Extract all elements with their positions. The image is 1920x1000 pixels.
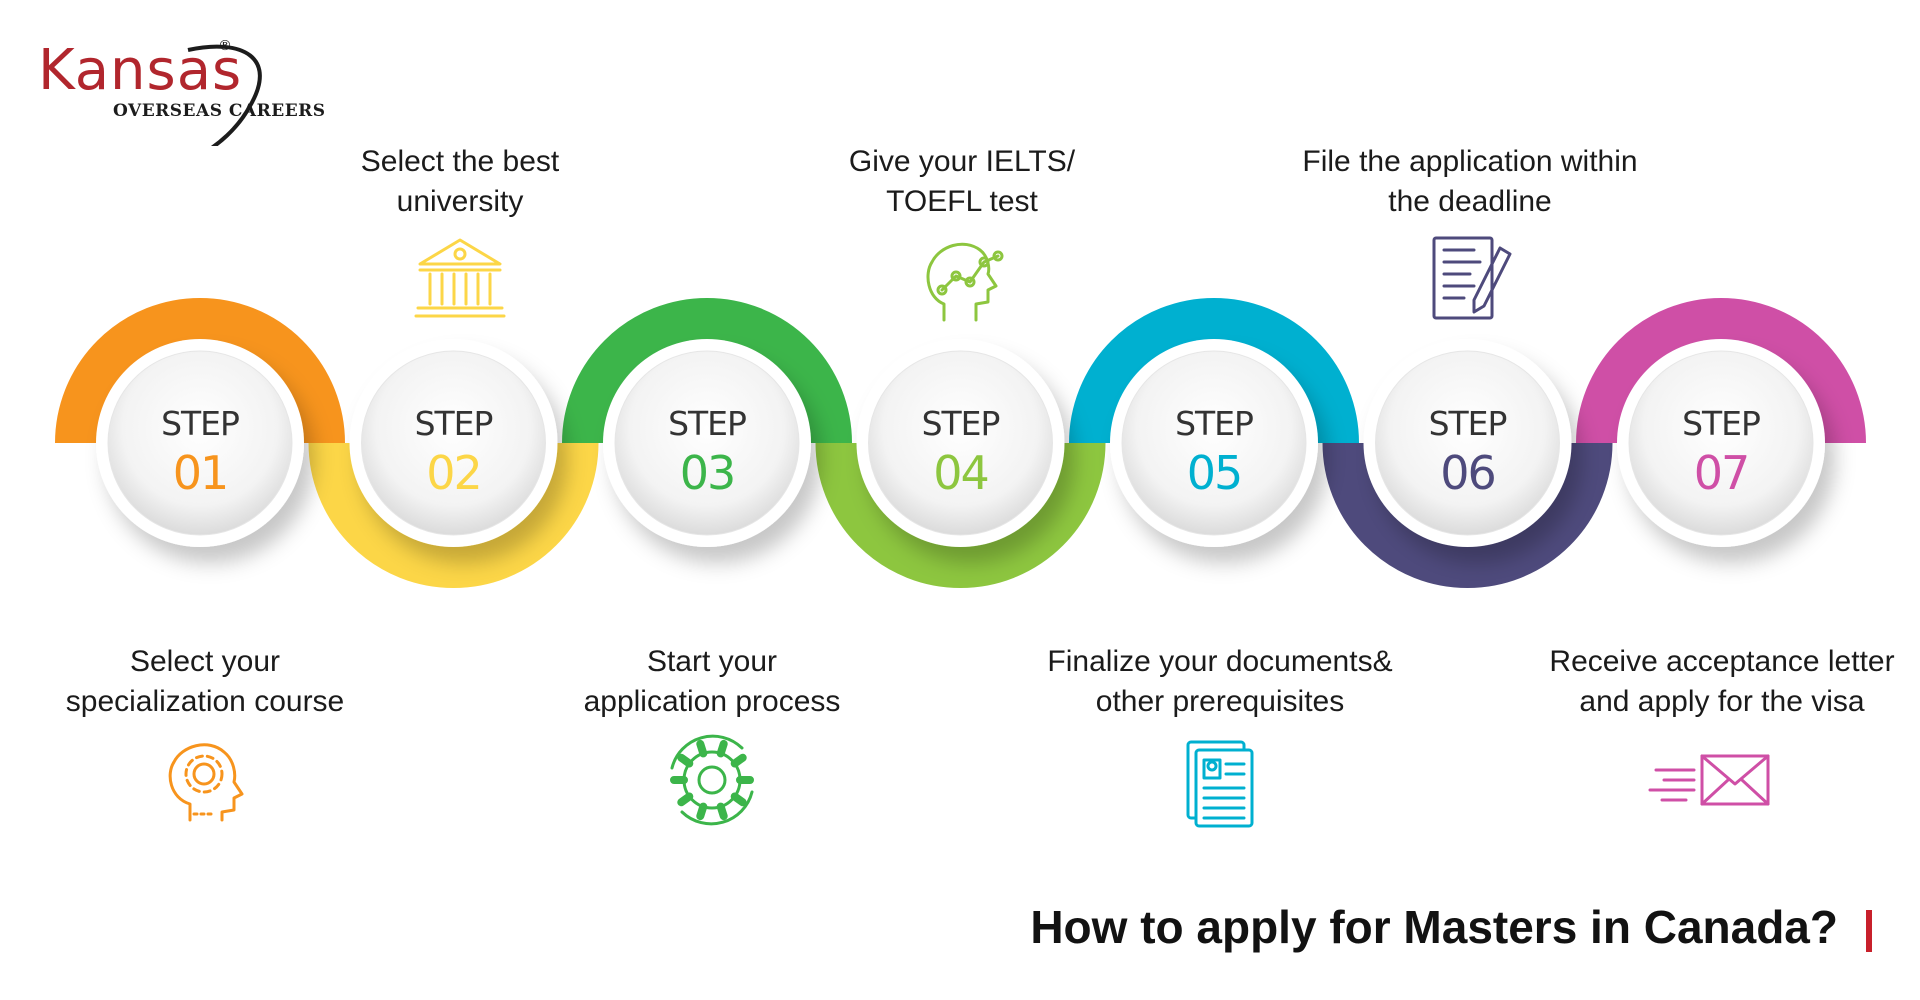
step-label: STEP (922, 404, 1000, 443)
wave-arcs (55, 298, 1866, 588)
wave-arc-step-06 (1322, 442, 1613, 588)
circle-inner (107, 350, 293, 536)
page-title: How to apply for Masters in Canada? (1030, 901, 1838, 953)
circle-inner (614, 350, 800, 536)
brand-name: Kansas (38, 38, 243, 103)
head-gear-icon (168, 743, 244, 822)
step-number: 06 (1440, 446, 1495, 500)
step-05-caption: Finalize your documents& other prerequis… (1047, 645, 1393, 718)
step-07-caption: Receive acceptance letter and apply for … (1549, 645, 1895, 718)
step-icons (168, 236, 1770, 828)
logo-swoosh-icon (187, 44, 262, 146)
step-number: 02 (426, 446, 481, 500)
step-label: STEP (668, 404, 746, 443)
circle-inner (1628, 350, 1814, 536)
university-building-icon (414, 238, 506, 318)
step-label: STEP (415, 404, 493, 443)
circle-inner (361, 350, 546, 536)
head-chart-icon (926, 242, 1004, 322)
registered-mark: ® (218, 38, 232, 54)
brand-tagline: OVERSEAS CAREERS (113, 101, 326, 121)
step-circles: STEP01STEP02STEP03STEP04STEP05STEP06STEP… (96, 339, 1825, 547)
form-pen-icon (1432, 236, 1512, 320)
step-number: 04 (933, 446, 988, 500)
step-number: 05 (1187, 446, 1242, 500)
step-label: STEP (161, 404, 239, 443)
envelope-icon (1648, 754, 1770, 806)
wave-arc-step-05 (1069, 298, 1359, 444)
step-number: 03 (680, 446, 735, 500)
brand-logo[interactable]: Kansas ® OVERSEAS CAREERS (38, 36, 325, 146)
documents-icon (1186, 740, 1254, 828)
wave-arc-step-01 (55, 298, 345, 444)
step-06-caption: File the application within the deadline (1302, 145, 1638, 218)
step-label: STEP (1682, 404, 1760, 443)
step-04-caption: Give your IELTS/ TOEFL test (848, 145, 1076, 218)
wave-arc-step-07 (1576, 298, 1866, 444)
step-01-caption: Select your specialization course (65, 645, 345, 718)
wave-arc-step-04 (815, 442, 1106, 588)
title-accent-bar (1866, 910, 1872, 952)
step-number: 01 (173, 446, 228, 500)
circle-inner (868, 350, 1053, 536)
wave-arc-step-02 (308, 442, 599, 588)
step-label: STEP (1429, 404, 1507, 443)
wave-arc-step-03 (562, 298, 852, 444)
circle-inner (1375, 350, 1560, 536)
step-number: 07 (1694, 446, 1749, 500)
gear-icon (670, 734, 754, 826)
step-03-caption: Start your application process (583, 645, 841, 718)
step-label: STEP (1175, 404, 1253, 443)
circle-inner (1121, 350, 1307, 536)
step-02-caption: Select the best university (360, 145, 560, 218)
